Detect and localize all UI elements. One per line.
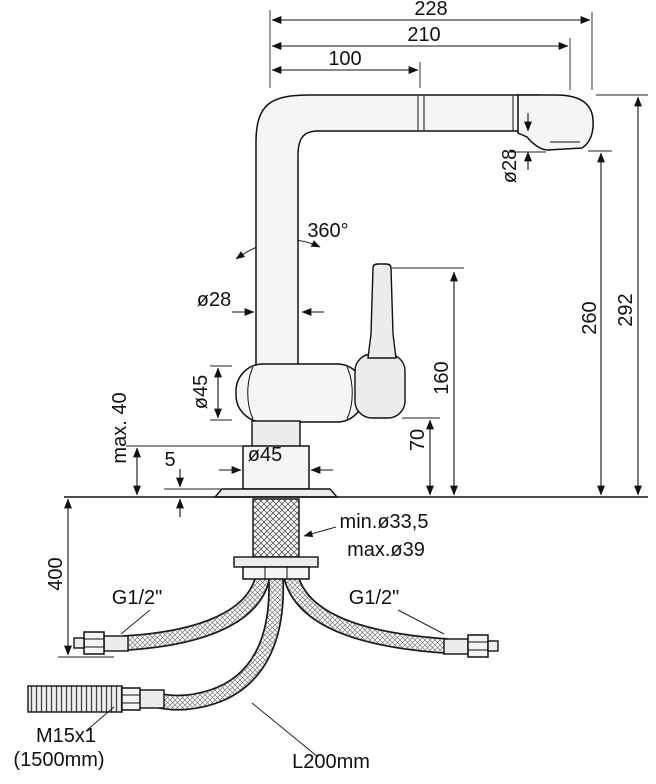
dim-label-max40: max. 40 — [109, 392, 131, 463]
mixer-body — [235, 363, 365, 423]
pullout-nut — [119, 687, 141, 711]
mounting-nut — [242, 566, 310, 580]
mounting-shank-group — [233, 498, 319, 580]
right-hose-stub — [487, 640, 499, 652]
horseshoe-washer — [233, 556, 319, 568]
leader-lines — [85, 526, 445, 758]
left-hose-nut — [83, 631, 105, 655]
base-plate — [213, 488, 339, 498]
dim-label-228: 228 — [414, 0, 447, 20]
dimension-labels: 228 210 100 ø28 292 260 160 70 360° ø28 … — [13, 0, 637, 773]
hole-max-label: max.ø39 — [347, 539, 425, 561]
dim-label-70: 70 — [407, 429, 429, 451]
leader-g-right — [397, 609, 445, 635]
pullout-spray-head-path — [517, 94, 594, 151]
dimension-lines — [64, 16, 642, 656]
handle-socket — [354, 353, 406, 419]
supply-hoses-group — [27, 572, 499, 713]
leader-m15 — [85, 706, 115, 732]
right-hose-nut — [467, 634, 489, 658]
left-hose-stub — [73, 637, 85, 649]
corrugated-hose — [27, 685, 123, 713]
pullout-fitting — [137, 689, 165, 709]
dim-label-400: 400 — [45, 557, 67, 590]
dim-label-column-dia: ø28 — [197, 289, 231, 311]
left-hose-fitting — [103, 635, 129, 652]
dim-label-plate-5: 5 — [164, 449, 175, 471]
leader-l200 — [251, 702, 319, 758]
pullout-thread-label: M15x1 — [36, 725, 96, 747]
spout-column-path — [255, 94, 541, 369]
dim-label-head-dia: ø28 — [499, 149, 521, 183]
dim-label-160: 160 — [431, 361, 453, 394]
hose-length-label: L200mm — [292, 751, 370, 773]
dim-label-base-dia: ø45 — [248, 444, 282, 466]
right-hose-fitting — [443, 638, 469, 655]
swivel-label: 360° — [307, 220, 348, 242]
dim-label-210: 210 — [407, 24, 440, 46]
dim-label-100: 100 — [328, 48, 361, 70]
body-shading-left — [247, 366, 254, 420]
leader-g-left — [120, 609, 151, 635]
body-shading-right — [346, 366, 353, 420]
faucet-body-group — [213, 94, 594, 498]
right-connector-label: G1/2" — [349, 587, 399, 609]
hole-min-label: min.ø33,5 — [340, 511, 429, 533]
leader-hole-diameter — [303, 526, 337, 538]
pullout-length-label: (1500mm) — [13, 749, 104, 771]
dim-label-260: 260 — [579, 301, 601, 334]
dim-label-body-dia: ø45 — [190, 375, 212, 409]
left-connector-label: G1/2" — [112, 587, 162, 609]
handle-lever — [367, 263, 397, 359]
threaded-shank — [252, 498, 300, 558]
dim-label-292: 292 — [615, 293, 637, 326]
